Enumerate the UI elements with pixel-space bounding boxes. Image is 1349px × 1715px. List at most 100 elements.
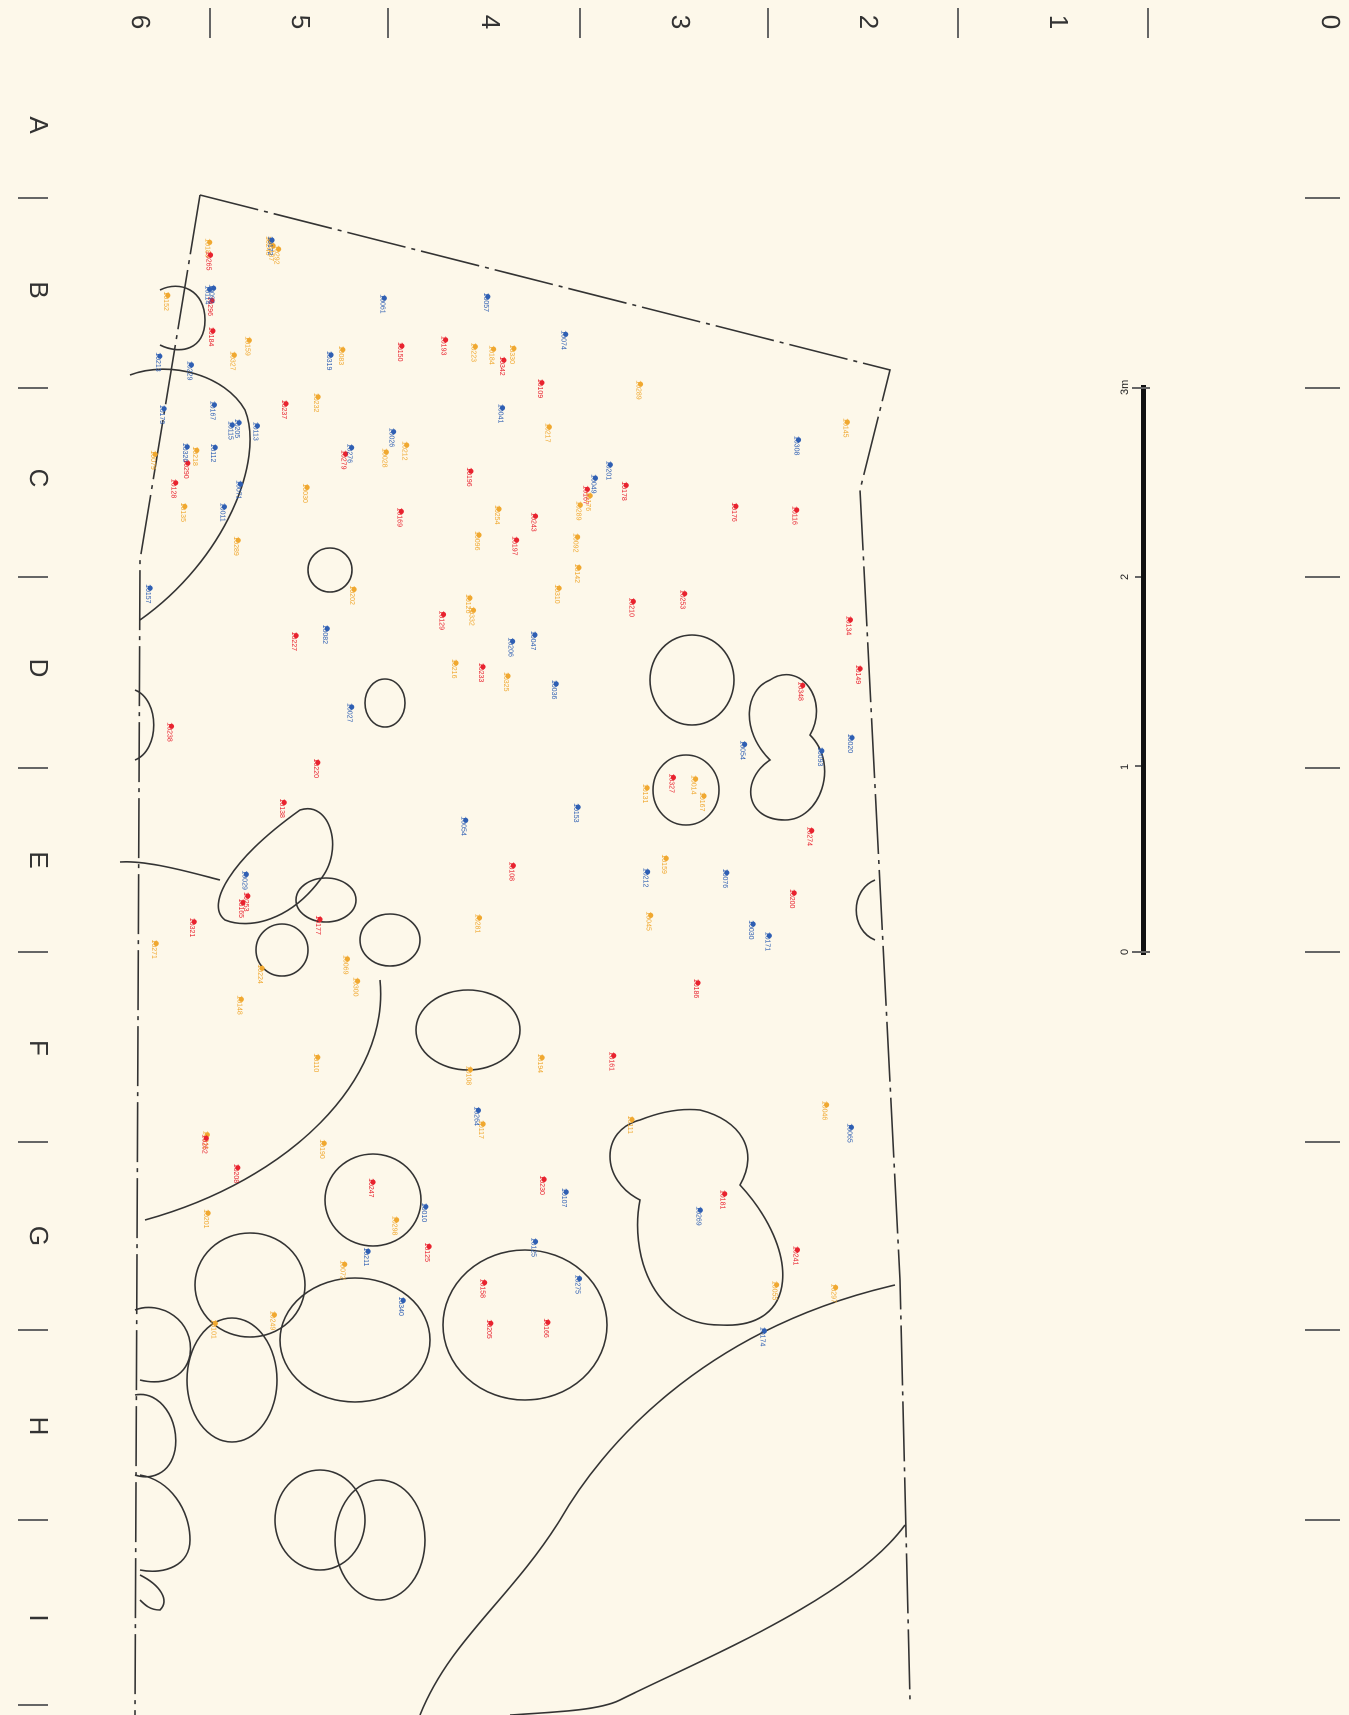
blue-find-dot [645, 869, 651, 875]
post-hole [255, 923, 309, 977]
orange-find-label: 10045 [645, 911, 652, 931]
blue-find-label: 10061 [378, 294, 385, 314]
blue-find-label: 10269 [694, 1206, 701, 1226]
orange-find-marker: 10289 [574, 501, 583, 521]
orange-find-label: 10218 [191, 446, 198, 466]
scale-label-2: 2 [1119, 574, 1131, 580]
red-find-dot [794, 1247, 801, 1253]
blue-find-dot [475, 1107, 481, 1113]
orange-find-dot [212, 1320, 218, 1326]
pit-feature [134, 1393, 177, 1478]
orange-find-label: 10190 [318, 1139, 325, 1159]
red-find-label: 10128 [170, 479, 177, 499]
orange-find-label: 10092 [572, 533, 579, 553]
grid-letter-H: H [24, 1417, 54, 1436]
red-find-dot [440, 611, 447, 618]
orange-find-label: 10281 [474, 914, 481, 934]
red-find-label: 10237 [280, 400, 287, 420]
red-find-label: 10167 [581, 485, 588, 505]
red-find-dot [670, 774, 677, 781]
blue-find-dot [592, 475, 599, 481]
blue-find-label: 10213 [154, 352, 161, 372]
blue-find-dot [229, 422, 235, 428]
red-find-label: 10108 [507, 862, 514, 882]
orange-find-label: 10223 [469, 343, 476, 363]
orange-find-marker: 10249 [268, 1311, 277, 1330]
orange-find-marker: 10069 [341, 955, 350, 975]
blue-find-label: 10264 [472, 1106, 479, 1126]
red-find-marker: 10169 [395, 508, 404, 527]
red-find-dot [630, 598, 636, 605]
pit-feature [194, 1232, 306, 1338]
blue-find-dot [237, 481, 243, 487]
orange-find-dot [546, 424, 552, 430]
red-find-label: 10279 [340, 450, 347, 470]
pit-feature [855, 879, 876, 941]
orange-find-label: 10187 [267, 242, 274, 262]
blue-find-label: 10211 [362, 1247, 369, 1266]
blue-find-dot [349, 445, 355, 451]
finds-layer: 1032510327103321031110289103001033010310… [144, 236, 863, 1346]
blue-find-label: 10174 [758, 1327, 765, 1347]
scale-label-1: 1 [1119, 764, 1131, 770]
red-find-label: 10109 [536, 379, 543, 399]
orange-find-label: 10131 [641, 784, 648, 804]
red-find-marker: 10184 [207, 327, 216, 346]
blue-find-label: 10076 [721, 869, 728, 889]
blue-find-marker: 10276 [346, 444, 355, 463]
red-find-dot [203, 1135, 209, 1141]
grid-letter-C: C [24, 469, 54, 488]
red-find-label: 10296 [206, 297, 213, 317]
pit-feature [159, 285, 206, 351]
red-find-label: 10205 [485, 1319, 492, 1339]
post-hole [364, 678, 406, 728]
orange-find-label: 10148 [235, 995, 242, 1015]
blue-find-dot [207, 286, 213, 292]
orange-find-dot [453, 660, 459, 666]
orange-find-marker: 10145 [841, 418, 850, 438]
orange-find-marker: 10297 [830, 1284, 839, 1303]
orange-find-label: 10159 [243, 336, 250, 356]
red-find-dot [532, 513, 539, 519]
red-find-marker: 10210 [627, 598, 636, 617]
red-find-dot [245, 893, 251, 899]
orange-find-dot [165, 292, 171, 298]
orange-find-label: 10030 [301, 483, 308, 503]
red-find-dot [482, 1280, 488, 1286]
blue-find-marker: 10071 [234, 480, 243, 500]
orange-find-dot [467, 595, 473, 601]
red-find-marker: 10200 [788, 889, 797, 909]
orange-find-dot [238, 996, 244, 1002]
blue-find-dot [697, 1207, 703, 1213]
blue-find-marker: 10076 [721, 869, 730, 889]
red-find-marker: 10253 [242, 892, 251, 912]
layer-boundary [419, 1284, 896, 1715]
red-find-marker: 10227 [290, 632, 299, 651]
red-find-dot [809, 828, 815, 834]
blue-find-marker: 10173 [158, 405, 167, 424]
post-hole [295, 877, 357, 923]
red-find-dot [317, 916, 323, 923]
blue-find-marker: 10011 [218, 503, 227, 522]
red-find-label: 10166 [542, 1318, 549, 1338]
blue-find-label: 10112 [209, 444, 216, 463]
orange-find-marker: 10325 [502, 672, 511, 692]
scale-label-3m: 3m [1119, 380, 1131, 395]
red-find-marker: 10253 [679, 590, 688, 609]
red-find-label: 10186 [692, 979, 699, 999]
red-find-marker: 10262 [200, 1134, 209, 1154]
red-find-dot [168, 723, 175, 729]
orange-find-dot [511, 345, 517, 352]
red-find-dot [545, 1319, 551, 1325]
blue-find-dot [328, 352, 334, 358]
grid-ticks-top [209, 8, 1149, 38]
red-find-marker: 10296 [206, 297, 215, 317]
red-find-dot [209, 297, 215, 304]
orange-find-label: 10201 [202, 1209, 209, 1229]
post-hole [652, 754, 720, 826]
blue-find-marker: 10113 [251, 422, 260, 441]
red-find-marker: 10134 [844, 616, 854, 635]
orange-find-marker: 10101 [209, 1319, 218, 1339]
red-find-marker: 10138 [278, 799, 287, 818]
red-find-dot [185, 460, 191, 466]
